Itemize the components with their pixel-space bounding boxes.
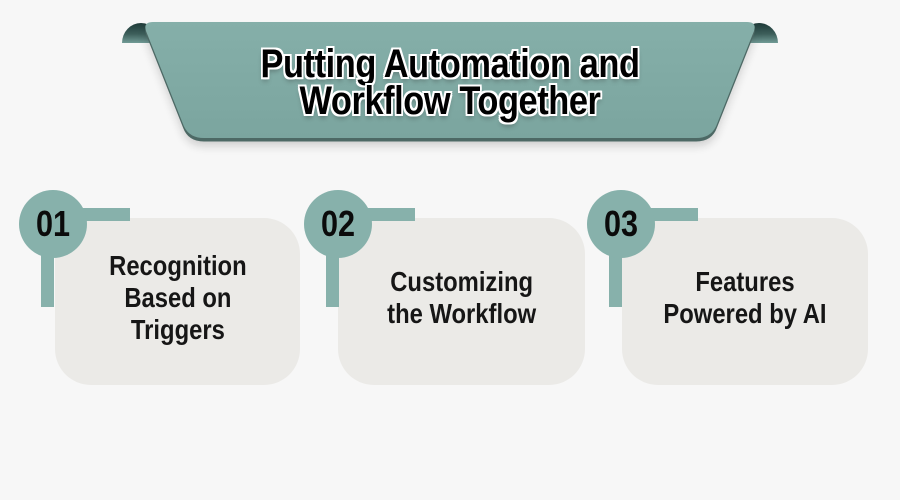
ribbon-face bbox=[145, 22, 755, 138]
card-text-line: Customizing bbox=[390, 265, 533, 297]
card-text-line: Features bbox=[695, 265, 795, 297]
step-2-number-badge: 02 bbox=[304, 190, 372, 258]
step-1-number-badge: 01 bbox=[19, 190, 87, 258]
step-2-vertical-connector bbox=[326, 252, 339, 307]
card-text-line: the Workflow bbox=[387, 297, 536, 329]
card-text-line: Triggers bbox=[130, 313, 225, 345]
step-1-vertical-connector bbox=[41, 252, 54, 307]
banner-title-line1: Putting Automation and bbox=[260, 42, 640, 86]
step-3-number: 03 bbox=[603, 203, 639, 244]
step-3-number-badge: 03 bbox=[587, 190, 655, 258]
step-3-vertical-connector bbox=[609, 252, 622, 307]
card-text-line: Recognition bbox=[108, 249, 247, 281]
step-1-number: 01 bbox=[35, 203, 71, 244]
card-text-line: Powered by AI bbox=[663, 297, 827, 329]
banner-title: Putting Automation and Workflow Together bbox=[192, 42, 708, 123]
ribbon-banner bbox=[122, 22, 778, 146]
step-2-horizontal-connector bbox=[338, 208, 415, 221]
step-2-number: 02 bbox=[320, 203, 356, 244]
step-1-horizontal-connector bbox=[53, 208, 130, 221]
banner-title-line2: Workflow Together bbox=[299, 79, 601, 123]
card-text-line: Based on bbox=[123, 281, 232, 313]
step-3-horizontal-connector bbox=[621, 208, 698, 221]
